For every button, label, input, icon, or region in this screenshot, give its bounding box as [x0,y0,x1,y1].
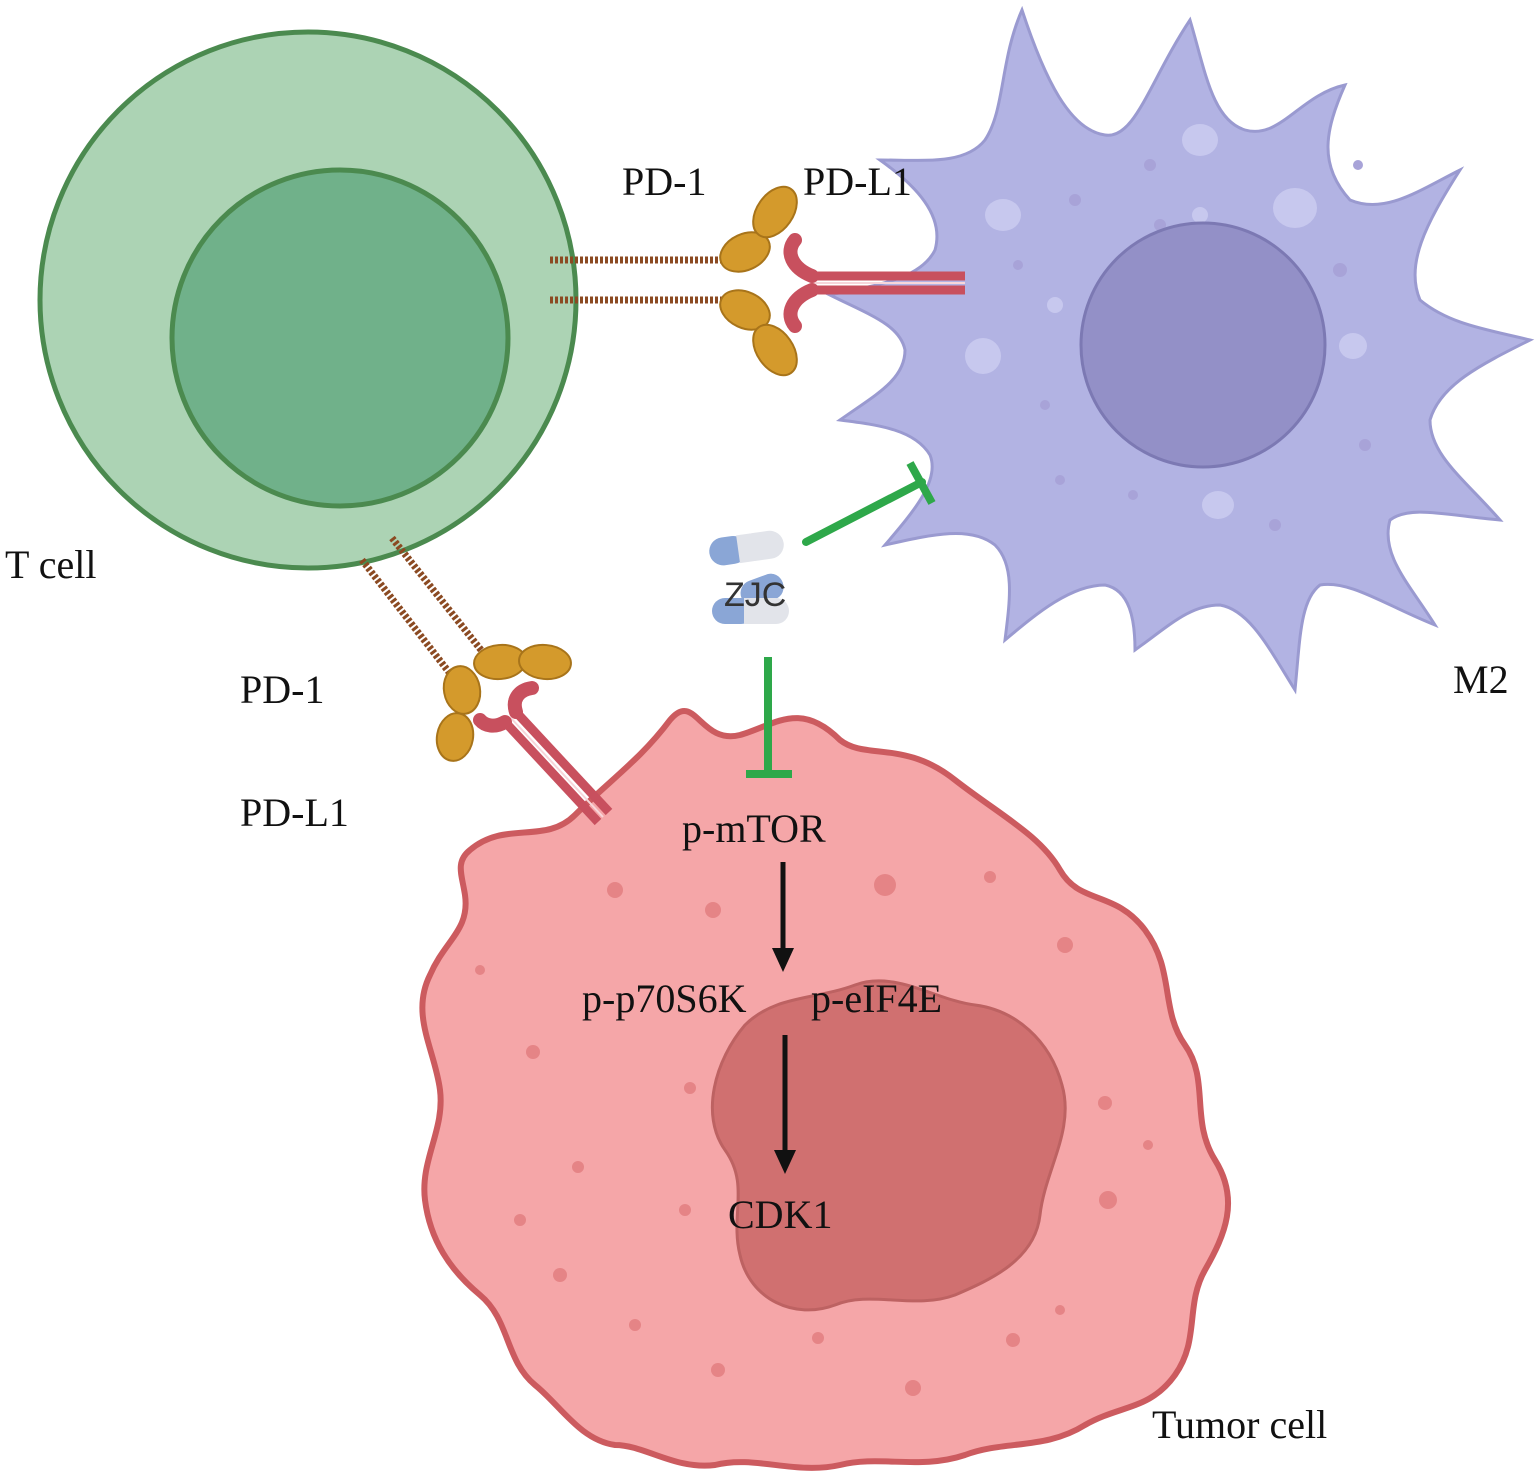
label-p-mtor: p-mTOR [682,806,826,851]
tumor-nucleus [710,979,1067,1312]
t-cell-nucleus [169,167,511,509]
inhibit-mtor-tbar [746,657,792,778]
arrow-p70s6k-to-cdk1 [774,1035,796,1174]
label-m2: M2 [1453,657,1509,702]
capsule-icon [709,530,789,624]
pd1-pdl1-top-complex [550,185,965,377]
label-t-cell: T cell [5,542,96,587]
tumor-granules [475,871,1153,1396]
m2-nucleus [1079,221,1327,469]
inhibit-m2-tbar [802,461,936,546]
label-zjc: ZJC [724,576,786,614]
label-pd1-bottom: PD-1 [240,667,324,712]
label-cdk1: CDK1 [728,1192,832,1237]
pdl1-bottom-ligand [473,681,613,826]
pdl1-top-ligand [783,233,965,333]
m2-vesicles [965,124,1367,519]
m2-macrophage [825,5,1535,695]
pd1-top-receptor [550,185,798,377]
label-p-eif4e: p-eIF4E [811,976,942,1021]
tumor-cell [419,708,1231,1471]
t-cell [37,29,579,571]
pd1-pdl1-bottom-complex [359,535,613,826]
label-pdl1-bottom: PD-L1 [240,790,349,835]
pd1-bottom-receptor [359,535,572,762]
label-pd1-top: PD-1 [622,159,706,204]
label-tumor-cell: Tumor cell [1152,1402,1327,1447]
label-p-p70s6k: p-p70S6K [582,976,747,1021]
arrow-mtor-to-p70s6k [772,862,794,972]
label-pdl1-top: PD-L1 [803,159,912,204]
